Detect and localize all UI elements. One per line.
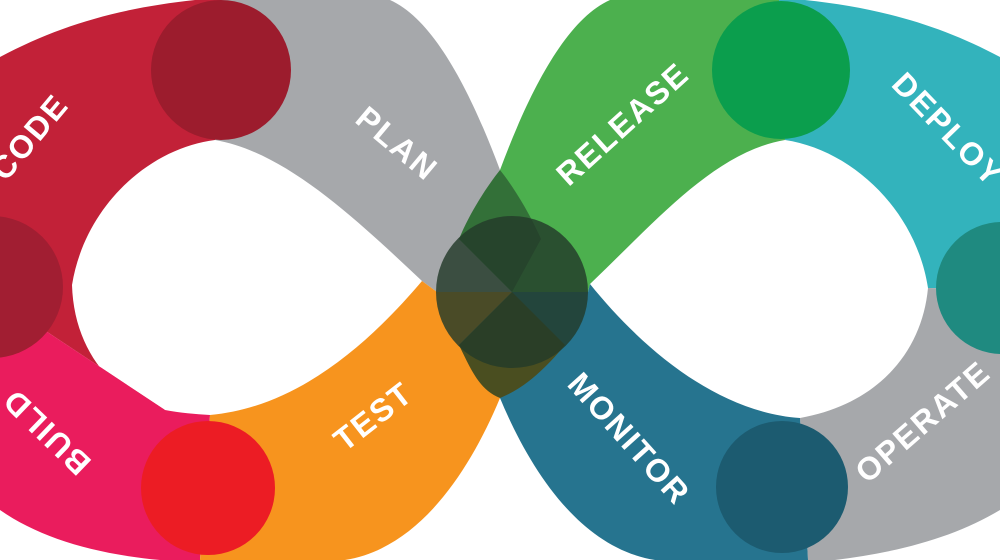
- junction-build-test-circle: [141, 421, 275, 555]
- segment-release: [459, 0, 785, 292]
- junction-release-deploy-circle: [712, 1, 850, 139]
- junction-code-plan-circle: [151, 0, 291, 140]
- junction-code-build-circle: [0, 216, 63, 358]
- segment-test: [200, 281, 512, 560]
- segment-operate: [800, 288, 1000, 560]
- junction-deploy-operate-circle: [936, 222, 1000, 354]
- crossing-center-circle: [436, 216, 588, 368]
- junction-operate-monitor-circle: [716, 421, 848, 553]
